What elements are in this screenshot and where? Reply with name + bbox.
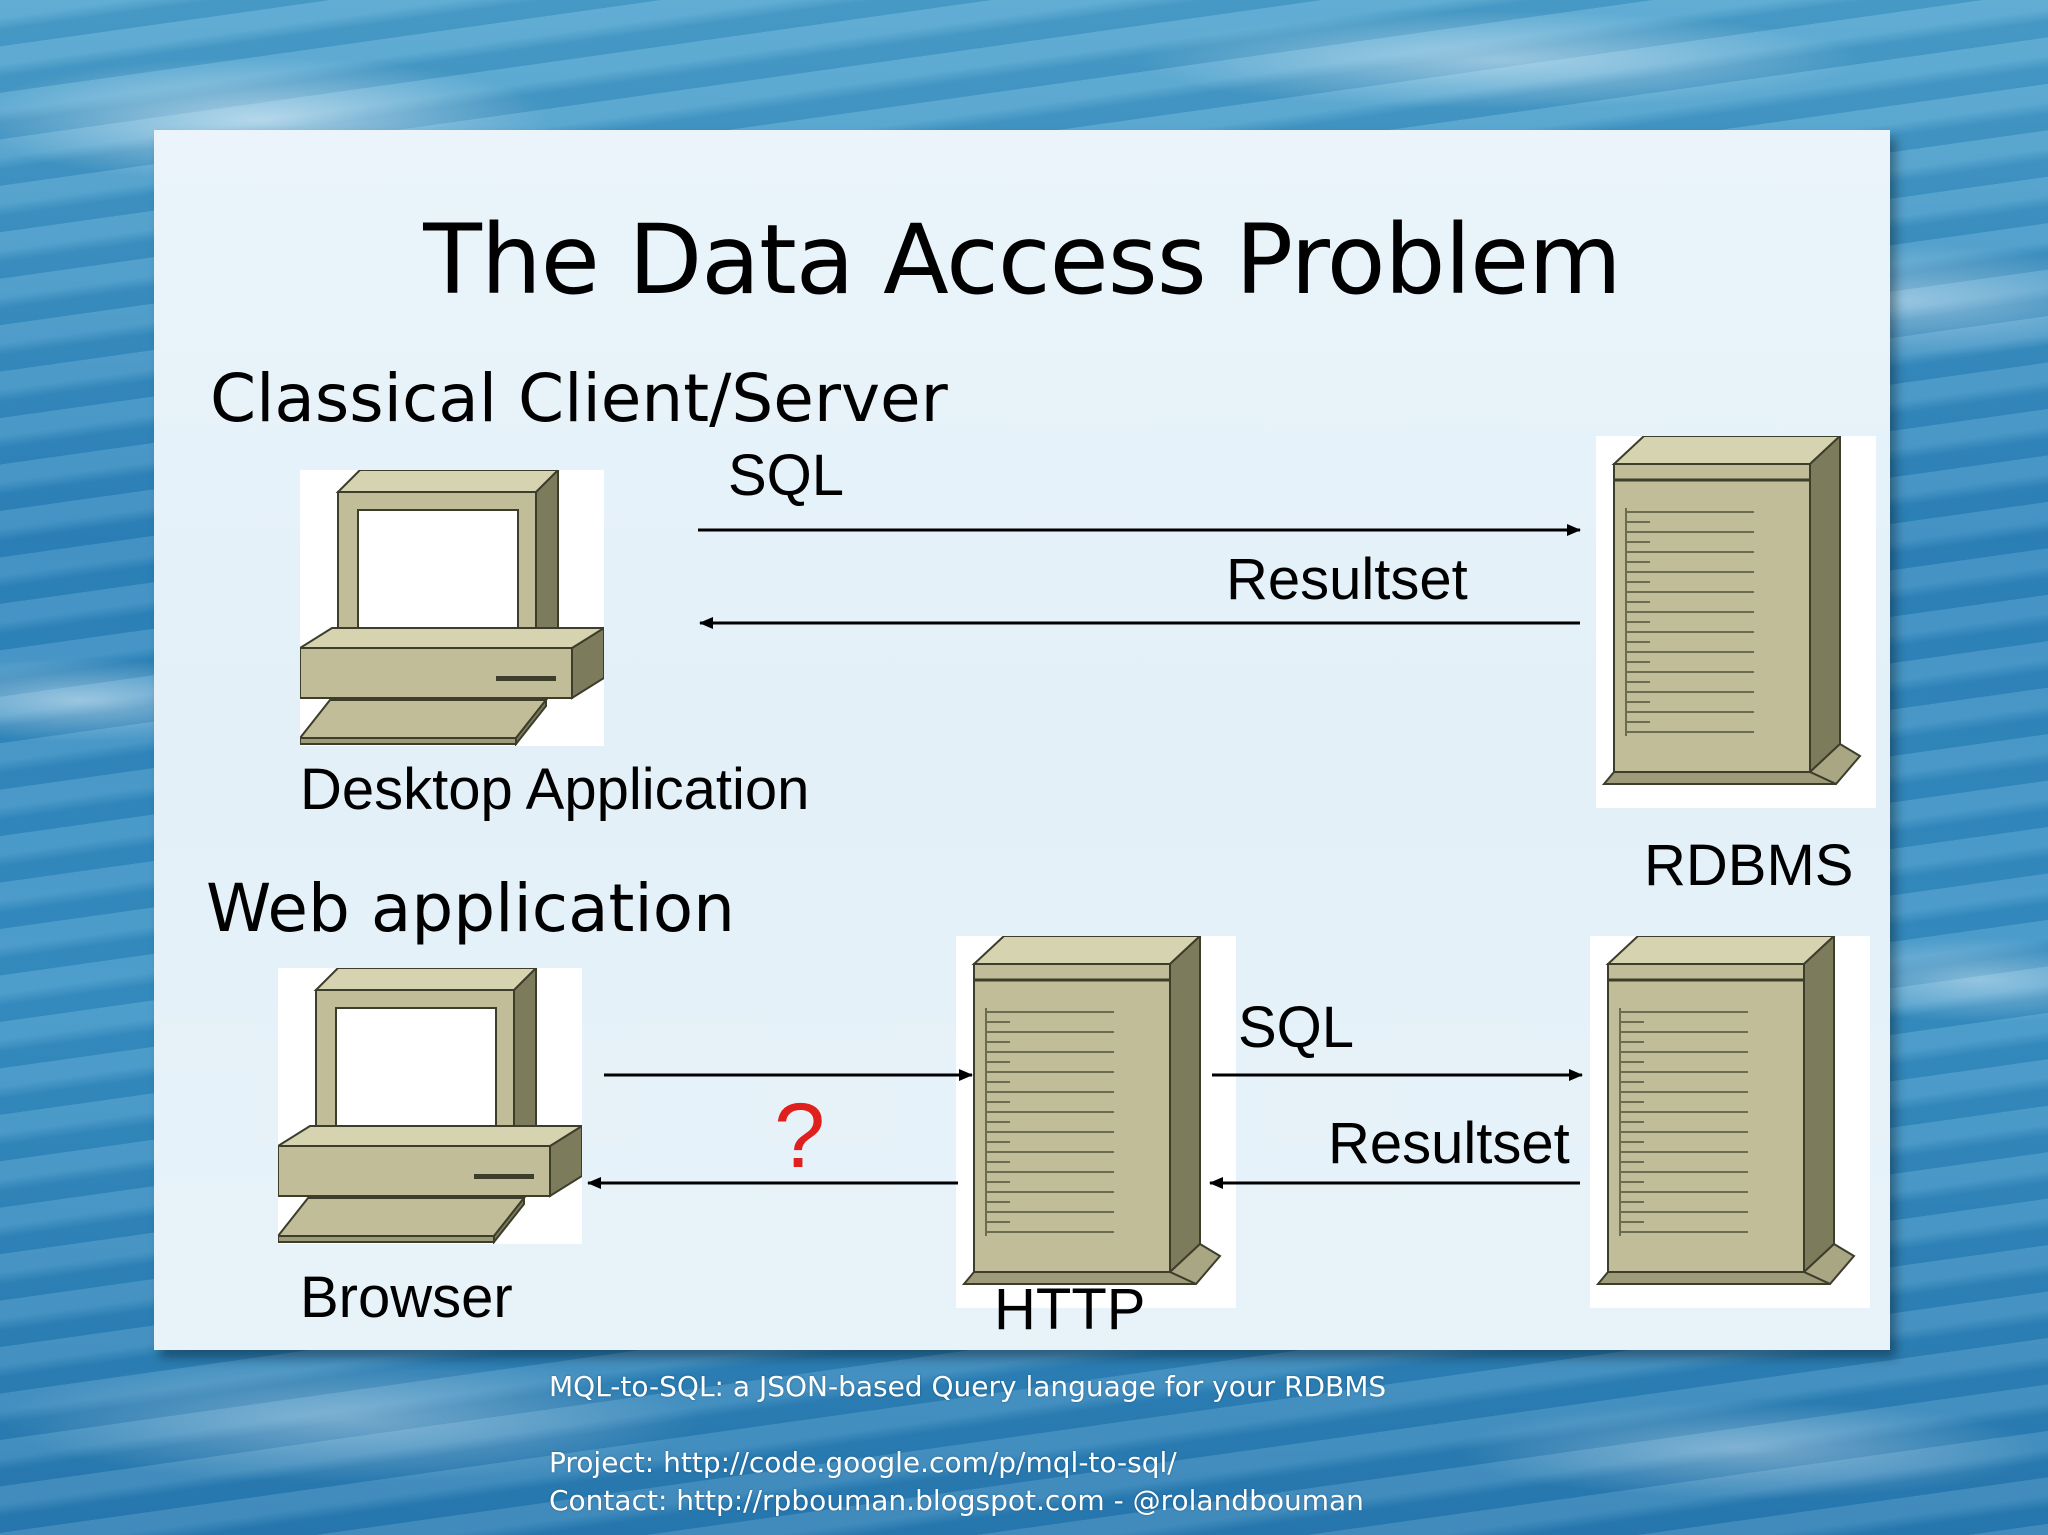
footer: MQL-to-SQL: a JSON-based Query language … bbox=[549, 1368, 1386, 1520]
browser-label: Browser bbox=[300, 1265, 513, 1330]
flow-arrows bbox=[587, 524, 1583, 1189]
cs-sql-label: SQL bbox=[728, 443, 845, 508]
section-heading-web-application: Web application bbox=[206, 870, 735, 947]
slide: The Data Access Problem Classical Client… bbox=[154, 130, 1890, 1350]
footer-subtitle: MQL-to-SQL: a JSON-based Query language … bbox=[549, 1370, 1387, 1403]
web-sql-label: SQL bbox=[1238, 995, 1355, 1060]
cs-resultset-label: Resultset bbox=[1226, 547, 1468, 612]
rdbms-label: RDBMS bbox=[1644, 833, 1854, 898]
web-resultset-label: Resultset bbox=[1328, 1111, 1570, 1176]
http-label: HTTP bbox=[994, 1277, 1146, 1342]
footer-project-link: Project: http://code.google.com/p/mql-to… bbox=[549, 1446, 1177, 1479]
unknown-protocol-question-mark: ? bbox=[774, 1085, 826, 1187]
section-heading-client-server: Classical Client/Server bbox=[210, 360, 948, 437]
footer-spacer bbox=[549, 1406, 1386, 1444]
slide-title: The Data Access Problem bbox=[423, 204, 1621, 316]
footer-contact: Contact: http://rpbouman.blogspot.com - … bbox=[549, 1484, 1364, 1517]
desktop-application-label: Desktop Application bbox=[300, 757, 810, 822]
